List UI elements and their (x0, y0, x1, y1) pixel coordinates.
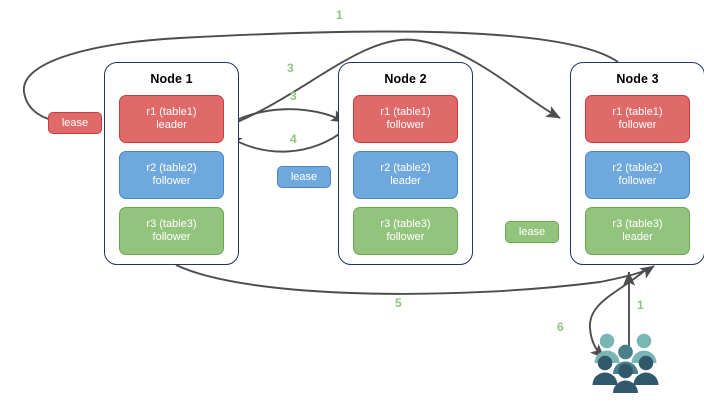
node-2-replica-r3-id: r3 (table3) (380, 217, 431, 230)
node-3-replica-r2-id: r2 (table2) (612, 161, 663, 174)
node-3-replica-r1[interactable]: r1 (table1) follower (585, 95, 690, 143)
arrow-step-5 (175, 264, 655, 295)
step-label-3b: 3 (290, 89, 297, 103)
node-1[interactable]: Node 1 r1 (table1) leader r2 (table2) fo… (104, 62, 239, 265)
node-1-replica-r1-role: leader (156, 119, 187, 131)
node-2-replica-r2-id: r2 (table2) (380, 161, 431, 174)
node-1-replica-r1[interactable]: r1 (table1) leader (119, 95, 224, 143)
node-1-replica-r2-role: follower (152, 175, 191, 187)
node-3[interactable]: Node 3 r1 (table1) follower r2 (table2) … (570, 62, 704, 265)
node-1-replica-r1-id: r1 (table1) (146, 105, 197, 118)
node-2-replica-r1-id: r1 (table1) (380, 105, 431, 118)
node-2-replica-r3-role: follower (386, 231, 425, 243)
node-3-replica-r3[interactable]: r3 (table3) leader (585, 207, 690, 255)
node-3-replica-r2-role: follower (618, 175, 657, 187)
node-2[interactable]: Node 2 r1 (table1) follower r2 (table2) … (338, 62, 473, 265)
node-3-replica-r2[interactable]: r2 (table2) follower (585, 151, 690, 199)
node-3-replica-r1-id: r1 (table1) (612, 105, 663, 118)
node-2-replica-r1-role: follower (386, 119, 425, 131)
node-3-title: Node 3 (616, 72, 659, 86)
step-label-1: 1 (637, 298, 644, 312)
node-3-replica-r1-role: follower (618, 119, 657, 131)
step-label-4: 4 (290, 132, 297, 146)
node-2-replica-r2-role: leader (390, 175, 421, 187)
node-2-replica-r2[interactable]: r2 (table2) leader (353, 151, 458, 199)
node-1-replica-r3-id: r3 (table3) (146, 217, 197, 230)
node-2-replica-r1[interactable]: r1 (table1) follower (353, 95, 458, 143)
node-1-replica-r2-id: r2 (table2) (146, 161, 197, 174)
step-label-3a: 3 (287, 61, 294, 75)
node-2-replica-r3[interactable]: r3 (table3) follower (353, 207, 458, 255)
node-1-replica-r3[interactable]: r3 (table3) follower (119, 207, 224, 255)
lease-table1[interactable]: lease (48, 112, 102, 134)
step-label-6: 6 (557, 320, 564, 334)
step-label-5: 5 (395, 296, 402, 310)
node-1-replica-r3-role: follower (152, 231, 191, 243)
people-group-icon[interactable] (592, 332, 664, 394)
arrow-step-4 (227, 127, 348, 153)
node-2-title: Node 2 (384, 72, 427, 86)
lease-table2[interactable]: lease (277, 166, 331, 188)
arrow-step-3-to-node2 (221, 108, 346, 129)
node-1-title: Node 1 (150, 72, 193, 86)
node-1-replica-r2[interactable]: r2 (table2) follower (119, 151, 224, 199)
lease-table3[interactable]: lease (505, 221, 559, 243)
node-3-replica-r3-id: r3 (table3) (612, 217, 663, 230)
step-label-2: 1 (336, 8, 343, 22)
node-3-replica-r3-role: leader (622, 231, 653, 243)
